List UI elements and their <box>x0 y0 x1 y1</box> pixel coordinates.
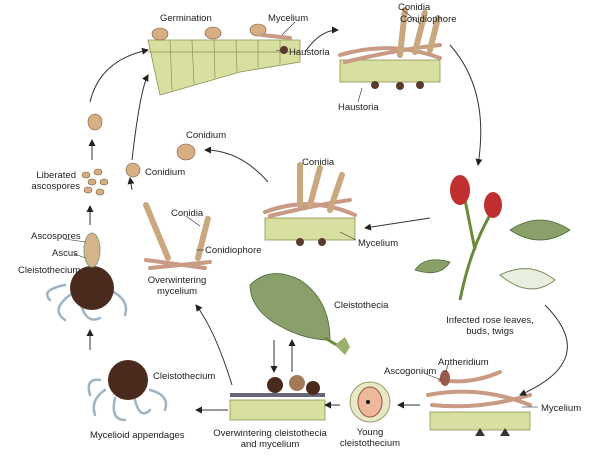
overwintering-mycelium <box>143 202 212 270</box>
overwintering-cleistothecia <box>229 375 326 421</box>
label-conidium: Conidium <box>145 167 185 178</box>
label-infected-rose: buds, twigs <box>466 326 514 337</box>
label-conidia: Conidia <box>398 2 431 13</box>
label-ascus: Ascus <box>52 248 78 259</box>
label-cleistothecium: Cleistothecium <box>153 371 215 382</box>
label-liberated-ascospores: ascospores <box>31 181 80 192</box>
conidium-spore <box>176 143 196 161</box>
label-antheridium: Antheridium <box>438 357 489 368</box>
label-conidia: Conidia <box>171 208 204 219</box>
label-conidiophore: Conidiophore <box>205 245 262 256</box>
label-haustoria: Haustoria <box>289 47 330 58</box>
germination-leaf-section <box>147 23 301 96</box>
label-overwintering-cleistothecia: and mycelium <box>241 439 300 450</box>
label-infected-rose: Infected rose leaves, <box>446 315 534 326</box>
label-ascospores: Ascospores <box>31 231 81 242</box>
infected-rose-twig <box>414 175 571 301</box>
young-cleistothecium <box>349 381 391 423</box>
label-germination: Germination <box>160 13 212 24</box>
label-haustoria: Haustoria <box>338 102 379 113</box>
label-cleistothecia: Cleistothecia <box>334 300 389 311</box>
label-liberated-ascospores: Liberated <box>36 170 76 181</box>
ascospore <box>87 113 103 131</box>
label-cleistothecium: Cleistothecium <box>18 265 80 276</box>
liberated-ascospores <box>81 168 109 196</box>
label-overwintering-mycelium: Overwintering <box>148 275 207 286</box>
label-overwintering-mycelium: mycelium <box>157 286 197 297</box>
cycle-arrows <box>86 26 568 414</box>
label-young-cleistothecium: cleistothecium <box>340 438 400 449</box>
label-conidiophore: Conidiophore <box>400 14 457 25</box>
label-mycelium: Mycelium <box>541 403 581 414</box>
label-leaders <box>63 9 538 408</box>
rose-leaf-cleistothecia <box>249 273 350 355</box>
conidia-mycelium-section <box>263 162 357 246</box>
label-conidium: Conidium <box>186 130 226 141</box>
conidium-spore <box>125 162 141 178</box>
cleistothecium-appendages <box>87 360 168 422</box>
label-mycelioid-appendages: Mycelioid appendages <box>90 430 185 441</box>
ascogonium-antheridium-section <box>426 370 532 436</box>
label-conidia: Conidia <box>302 157 335 168</box>
label-young-cleistothecium: Young <box>357 427 384 438</box>
label-ascogonium: Ascogonium <box>384 366 436 377</box>
conidiophore-leaf-section <box>338 7 442 90</box>
label-mycelium: Mycelium <box>358 238 398 249</box>
cleistothecium-with-ascus <box>45 232 128 322</box>
label-mycelium: Mycelium <box>268 13 308 24</box>
label-overwintering-cleistothecia: Overwintering cleistothecia <box>213 428 327 439</box>
